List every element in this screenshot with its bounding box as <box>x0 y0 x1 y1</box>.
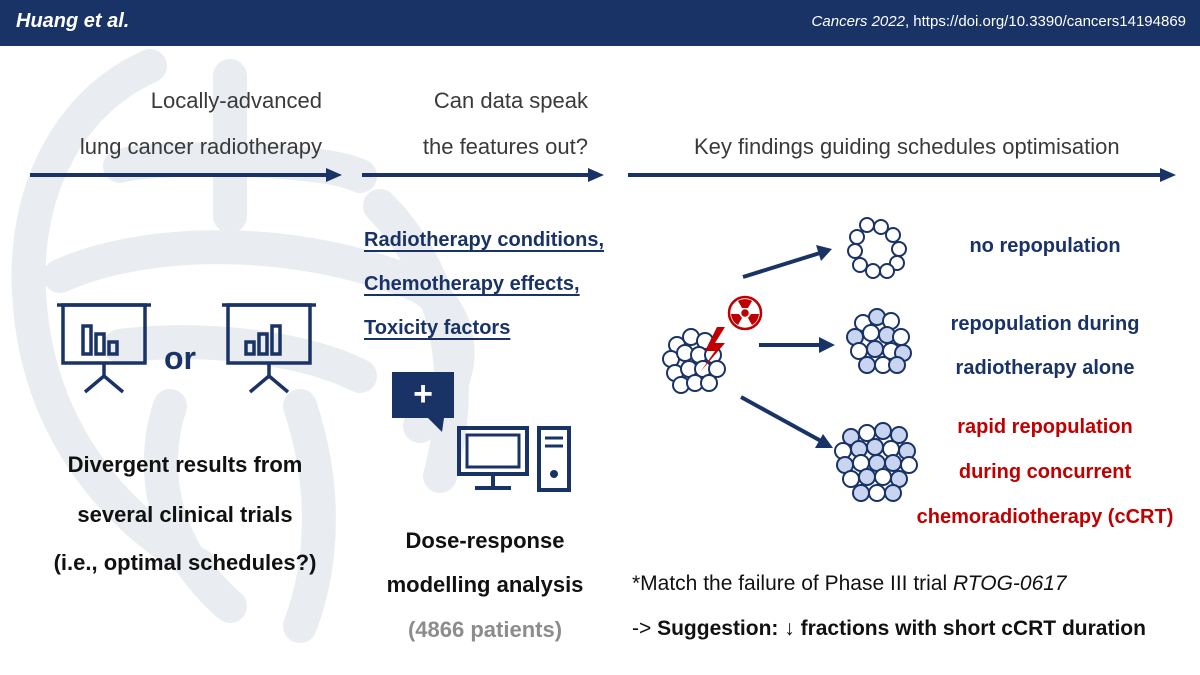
or-label: or <box>164 340 196 376</box>
bar-chart-board-icon <box>57 303 151 394</box>
doi-link[interactable]: https://doi.org/10.3390/cancers14194869 <box>913 13 1186 30</box>
col1-result-line3: (i.e., optimal schedules?) <box>53 550 317 575</box>
suggestion-text: ↓ fractions with short cCRT duration <box>778 617 1146 640</box>
repopulation-diagram <box>662 217 918 502</box>
finding-rt-line2: radiotherapy alone <box>955 357 1135 379</box>
journal-label: Cancers 2022 <box>811 13 905 30</box>
feature-radiotherapy: Radiotherapy conditions, <box>364 229 605 251</box>
col3-title: Key findings guiding schedules optimisat… <box>694 134 1120 159</box>
radiation-icon <box>727 295 763 331</box>
finding-rt-line1: repopulation during <box>950 313 1140 335</box>
plus-sign: + <box>413 375 433 413</box>
citation: Cancers 2022, https://doi.org/10.3390/ca… <box>812 13 1186 30</box>
col1-result-line2: several clinical trials <box>77 502 293 527</box>
finding-ccrt-line3: chemoradiotherapy (cCRT) <box>916 506 1174 528</box>
trial-note: *Match the failure of Phase III trial RT… <box>632 572 1067 596</box>
col1-result-line1: Divergent results from <box>67 452 303 477</box>
computer-icon <box>457 426 571 492</box>
col1-title-line1: Locally-advanced <box>150 88 322 113</box>
header-bar: Huang et al. Cancers 2022, https://doi.o… <box>0 0 1200 46</box>
suggestion-note: -> Suggestion: ↓ fractions with short cC… <box>632 617 1146 641</box>
col1-title-line2: lung cancer radiotherapy <box>79 134 322 159</box>
analysis-line2: modelling analysis <box>386 572 584 597</box>
col2-title-line1: Can data speak <box>433 88 588 113</box>
source-cell-cluster <box>662 328 726 394</box>
suggestion-arrow: -> <box>632 617 658 640</box>
timeline-arrows <box>30 168 1176 182</box>
speech-bubble-icon <box>392 372 454 432</box>
finding-no-repopulation: no repopulation <box>969 235 1121 257</box>
trial-note-prefix: *Match the failure of Phase III trial <box>632 572 953 595</box>
authors-label: Huang et al. <box>16 10 130 32</box>
finding-ccrt-line1: rapid repopulation <box>957 416 1133 438</box>
patients-count: (4866 patients) <box>407 617 563 642</box>
trial-name: RTOG-0617 <box>953 572 1067 595</box>
medium-cell-cluster <box>846 308 912 374</box>
suggestion-label: Suggestion: <box>657 617 779 640</box>
col2-title-line2: the features out? <box>422 134 588 159</box>
feature-chemotherapy: Chemotherapy effects, <box>364 273 580 295</box>
lightning-icon <box>701 327 725 371</box>
feature-toxicity: Toxicity factors <box>364 317 511 339</box>
large-cell-cluster <box>834 422 918 502</box>
ring-cell-cluster <box>847 217 907 279</box>
rising-chart-board-icon <box>222 303 316 394</box>
finding-ccrt-line2: during concurrent <box>958 461 1132 483</box>
analysis-line1: Dose-response <box>405 528 565 553</box>
citation-separator: , <box>904 13 914 30</box>
